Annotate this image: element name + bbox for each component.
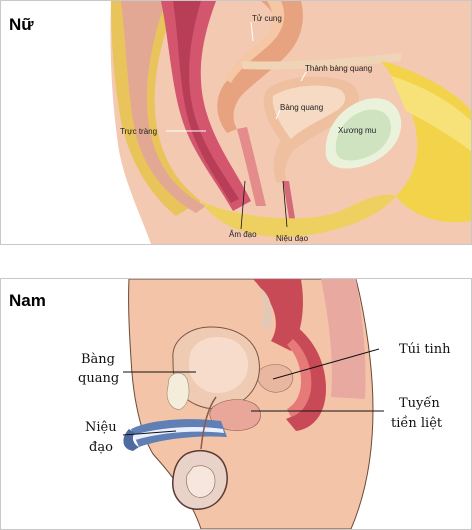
label-nieu: Niệu [85, 420, 117, 435]
pubic-bone [166, 372, 190, 410]
male-anatomy-panel: Bàng quang Niệu đạo Túi tinh Tuyến tiền … [0, 278, 472, 530]
urethra [133, 427, 224, 440]
label-dao: đạo [89, 440, 113, 455]
label-truc-trang: Trực tràng [120, 127, 157, 136]
label-thanh-bang-quang: Thành bàng quang [305, 64, 372, 73]
label-tien-liet: tiền liệt [391, 415, 443, 431]
label-am-dao: Âm đạo [229, 230, 257, 239]
male-pelvis-illustration: Bàng quang Niệu đạo Túi tinh Tuyến tiền … [78, 279, 451, 529]
male-panel-title: Nam [9, 291, 46, 310]
label-bang-quang: Bàng quang [280, 103, 323, 112]
label-tui-tinh: Túi tinh [399, 342, 451, 357]
label-to-cung: Tử cung [252, 14, 282, 23]
label-bang: Bàng [81, 352, 115, 367]
label-nieu-dao: Niệu đạo [276, 234, 309, 243]
rectum [279, 319, 326, 431]
prostate [209, 399, 261, 431]
female-panel-title: Nữ [9, 15, 34, 34]
female-pelvis-illustration: Tử cung Thành bàng quang Bàng quang Trực… [110, 1, 471, 244]
female-anatomy-panel: Tử cung Thành bàng quang Bàng quang Trực… [0, 0, 472, 245]
label-xuong-mu: Xương mu [338, 126, 376, 135]
label-quang: quang [78, 371, 119, 386]
label-tuyen: Tuyến [399, 395, 440, 411]
